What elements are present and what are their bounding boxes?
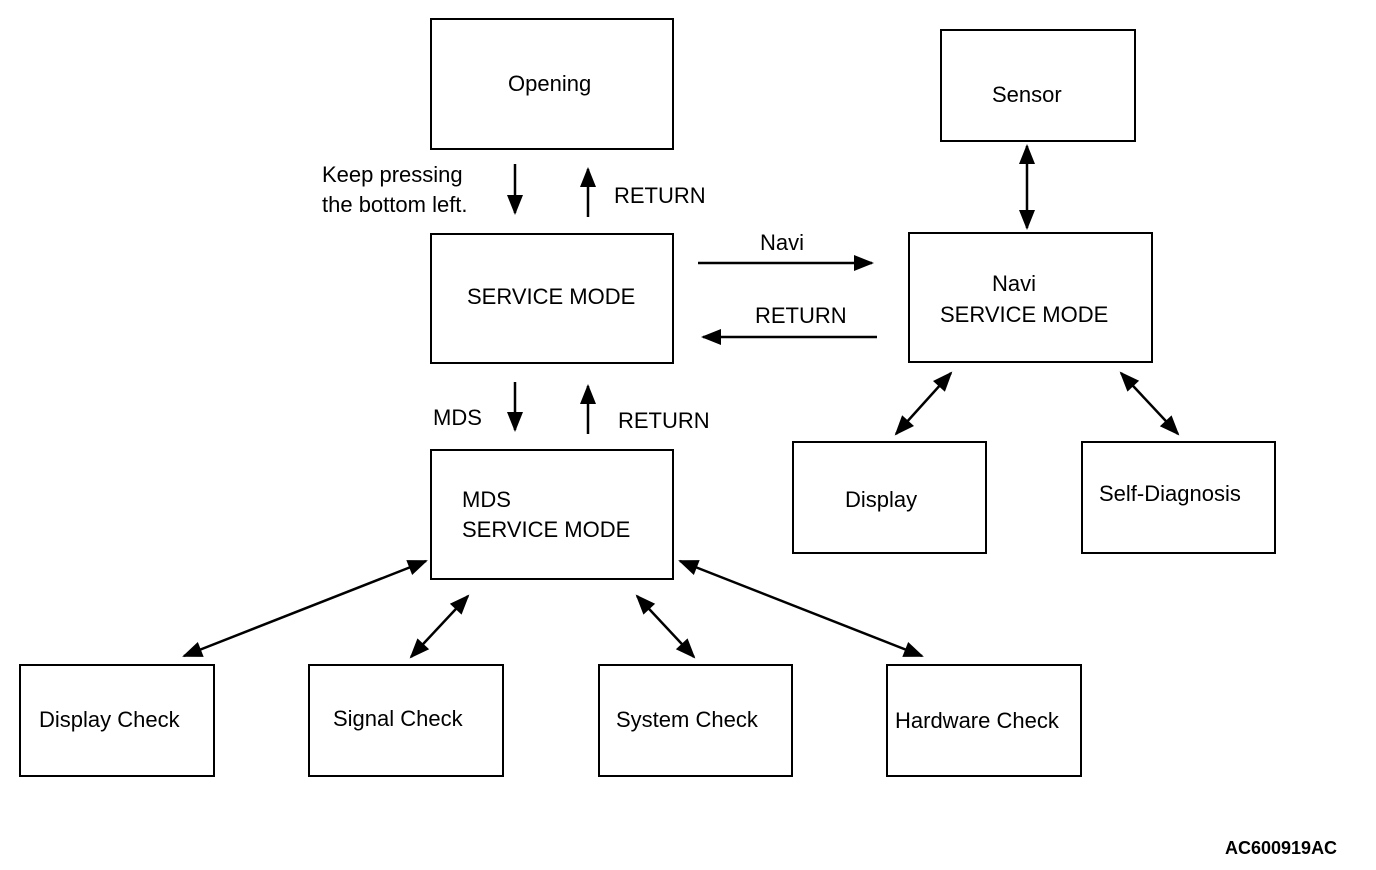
navi-label-line1: Navi (992, 271, 1037, 296)
service-mode-node (430, 233, 674, 364)
system-check-node (598, 664, 793, 777)
mds-label-line1: MDS (462, 487, 511, 512)
sensor-node (940, 29, 1136, 142)
figure-code: AC600919AC (1225, 838, 1338, 858)
display-node (792, 441, 987, 554)
hardware-check-label: Hardware Check (895, 708, 1059, 733)
display-check-label: Display Check (39, 707, 180, 732)
system-check-label: System Check (616, 707, 758, 732)
display-label: Display (845, 487, 918, 512)
mds-edge-label: MDS (433, 405, 482, 430)
service-mode-label: SERVICE MODE (467, 284, 636, 309)
navi-service-mode-node (908, 232, 1153, 363)
navi-label-line2: SERVICE MODE (940, 302, 1109, 327)
self-diagnosis-label: Self-Diagnosis (1099, 481, 1241, 506)
arrow-mds-signal-check (409, 594, 470, 659)
return-navi-label: RETURN (755, 303, 847, 328)
self-diagnosis-node (1081, 441, 1276, 554)
hardware-check-node (886, 664, 1082, 777)
arrow-mds-display-check (182, 559, 428, 658)
keep-pressing-line1: Keep pressing (322, 162, 463, 187)
mds-service-mode-node (430, 449, 674, 580)
arrow-navi-self-diagnosis (1119, 371, 1180, 436)
arrow-navi-display (894, 371, 953, 436)
display-check-node (19, 664, 215, 777)
sensor-label: Sensor (992, 82, 1062, 107)
signal-check-node (308, 664, 504, 777)
return-opening-label: RETURN (614, 183, 706, 208)
return-mds-label: RETURN (618, 408, 710, 433)
keep-pressing-line2: the bottom left. (322, 192, 468, 217)
opening-node (430, 18, 674, 150)
navi-edge-label: Navi (760, 230, 805, 255)
arrow-mds-hardware-check (678, 559, 924, 658)
opening-label: Opening (508, 71, 592, 96)
arrow-mds-system-check (635, 594, 696, 659)
mds-label-line2: SERVICE MODE (462, 517, 631, 542)
signal-check-label: Signal Check (333, 706, 463, 731)
